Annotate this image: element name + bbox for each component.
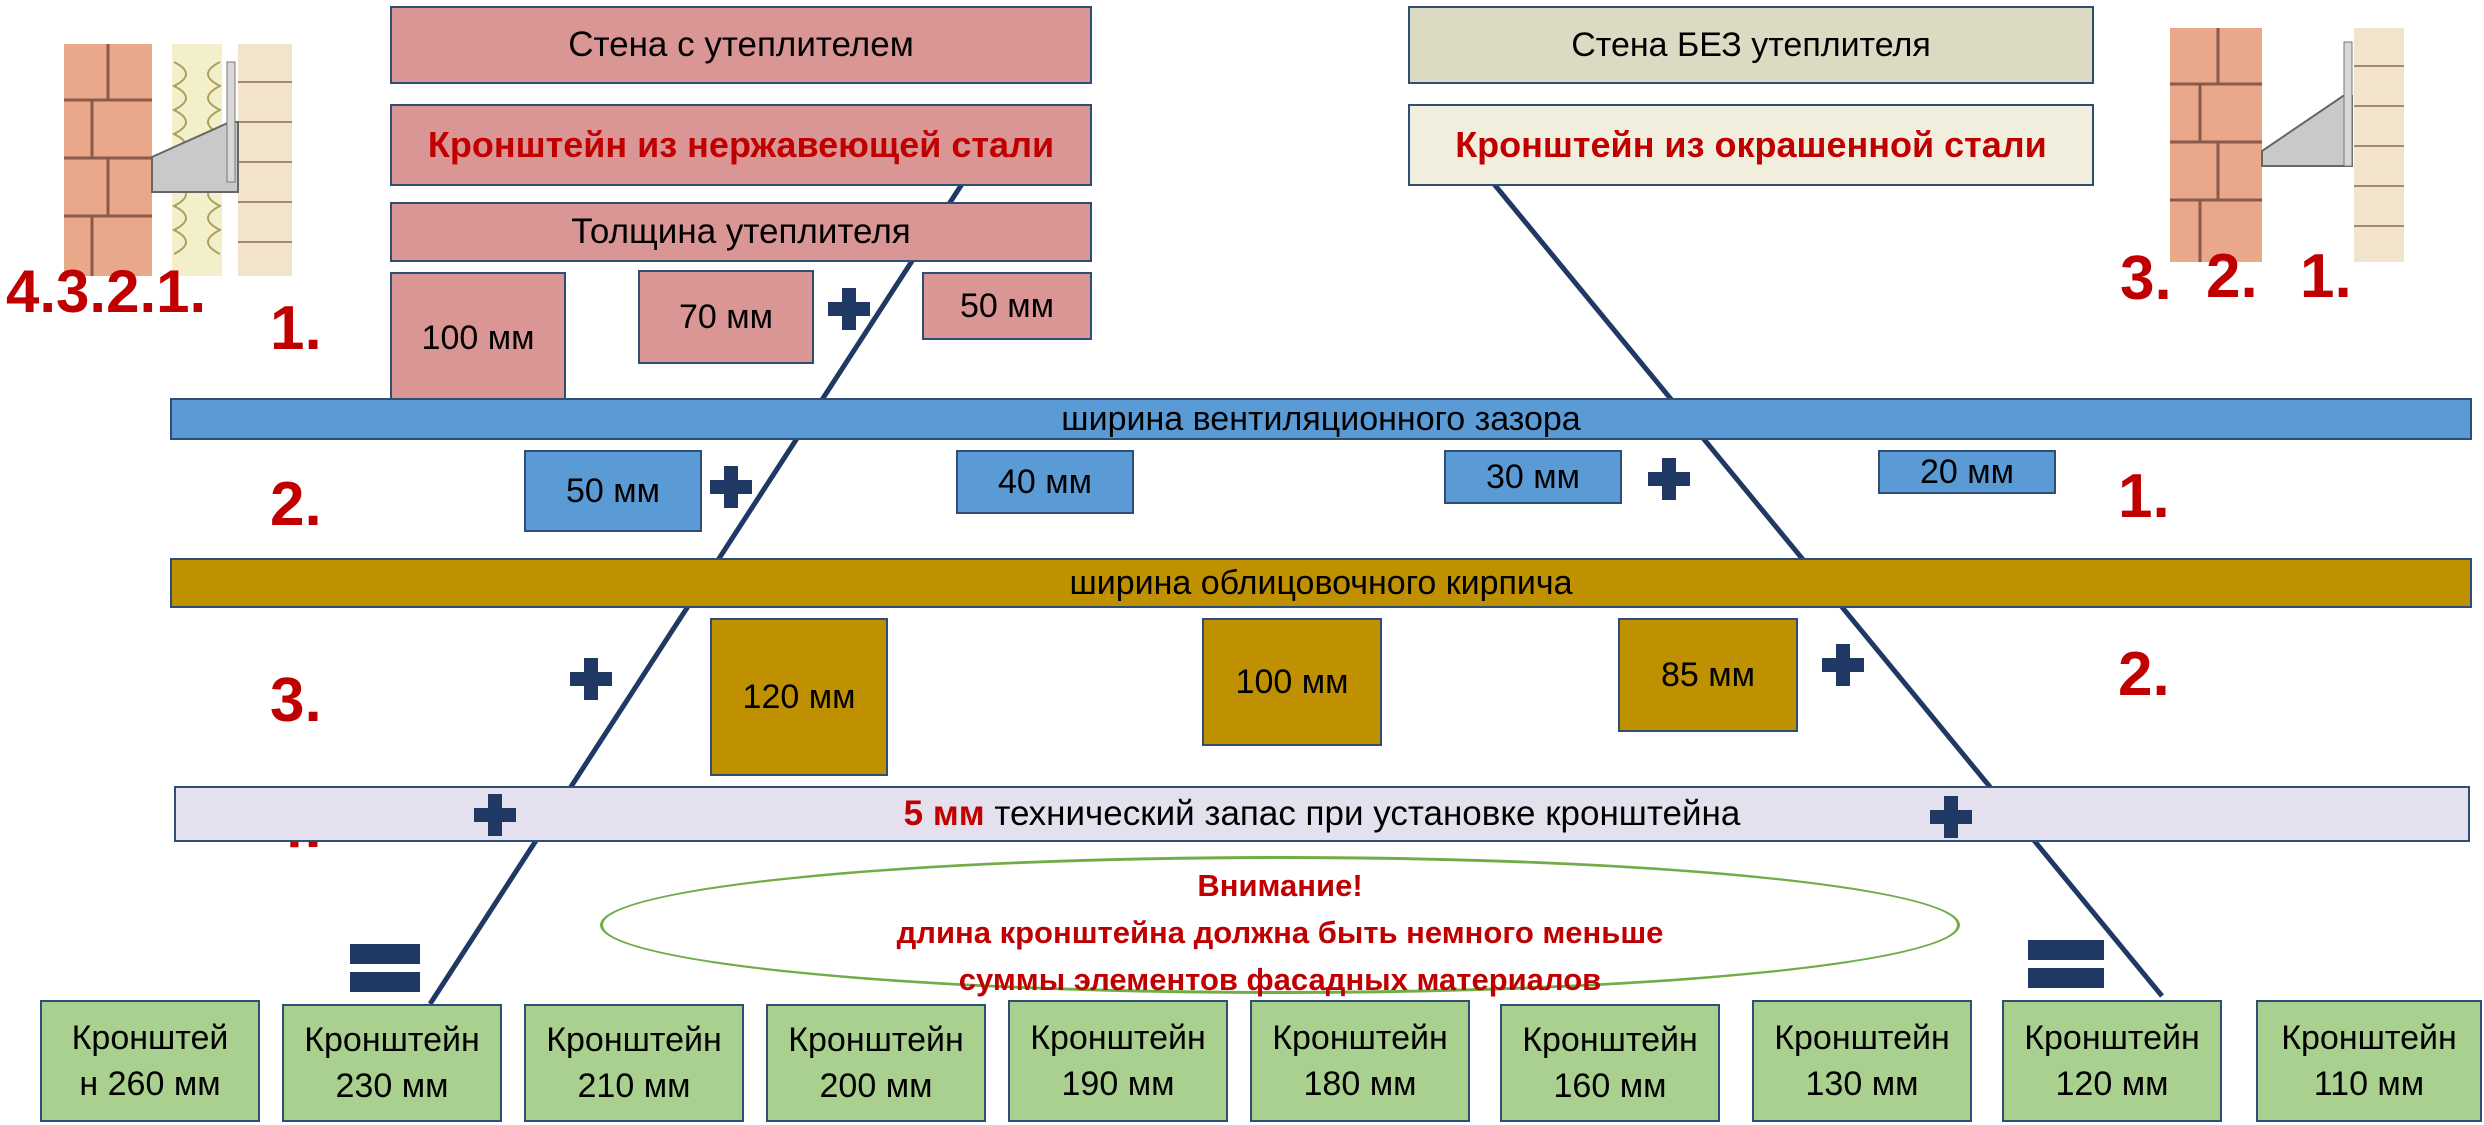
- technical-reserve-band: 5 мм технический запас при установке кро…: [174, 786, 2470, 842]
- attention-note: Внимание! длина кронштейна должна быть н…: [760, 862, 1800, 1003]
- stainless-bracket-box: Кронштейн из нержавеющей стали: [390, 104, 1092, 186]
- brick-band: ширина облицовочного кирпича: [170, 558, 2472, 608]
- left-row-number-2: 2.: [270, 470, 322, 539]
- right-row-number-2: 2.: [2118, 640, 2170, 709]
- right-row-number-1: 1.: [2118, 462, 2170, 531]
- plus-icon: [1822, 644, 1864, 686]
- insulation-70mm: 70 мм: [638, 270, 814, 364]
- attention-line-3: суммы элементов фасадных материалов: [958, 962, 1602, 997]
- vent-gap-30mm: 30 мм: [1444, 450, 1622, 504]
- equals-icon: [2028, 940, 2104, 988]
- plus-icon: [1648, 458, 1690, 500]
- left-row-number-3: 3.: [270, 666, 322, 735]
- vent-gap-40mm: 40 мм: [956, 450, 1134, 514]
- uninsulated-wall-illustration: [2168, 26, 2406, 264]
- insulated-wall-illustration: [62, 42, 294, 278]
- insulation-100mm: 100 мм: [390, 272, 566, 404]
- insulated-wall-box: Стена с утеплителем: [390, 6, 1092, 84]
- plus-icon: [570, 658, 612, 700]
- right-illus-label-3: 3.: [2120, 244, 2172, 313]
- plus-icon: [1930, 796, 1972, 838]
- uninsulated-wall-box: Стена БЕЗ утеплителя: [1408, 6, 2094, 84]
- right-illus-label-2: 2.: [2206, 242, 2258, 311]
- reserve-label: технический запас при установке кронштей…: [984, 794, 1741, 833]
- plus-icon: [710, 466, 752, 508]
- brick-85mm: 85 мм: [1618, 618, 1798, 732]
- left-row-number-1: 1.: [270, 294, 322, 363]
- right-illus-label-1: 1.: [2300, 242, 2352, 311]
- vent-gap-20mm: 20 мм: [1878, 450, 2056, 494]
- attention-line-2: длина кронштейна должна быть немного мен…: [896, 915, 1664, 950]
- insulation-50mm: 50 мм: [922, 272, 1092, 340]
- equals-icon: [350, 944, 420, 992]
- insulation-thickness-box: Толщина утеплителя: [390, 202, 1092, 262]
- painted-bracket-box: Кронштейн из окрашенной стали: [1408, 104, 2094, 186]
- brick-100mm: 100 мм: [1202, 618, 1382, 746]
- reserve-value: 5 мм: [903, 794, 985, 833]
- brick-120mm: 120 мм: [710, 618, 888, 776]
- attention-ellipse: [600, 856, 1960, 994]
- vent-gap-band: ширина вентиляционного зазора: [170, 398, 2472, 440]
- plus-icon: [474, 794, 516, 836]
- vent-gap-50mm: 50 мм: [524, 450, 702, 532]
- plus-icon: [828, 288, 870, 330]
- attention-title: Внимание!: [1197, 868, 1363, 903]
- left-illustration-labels: 4.3.2.1.: [6, 258, 207, 325]
